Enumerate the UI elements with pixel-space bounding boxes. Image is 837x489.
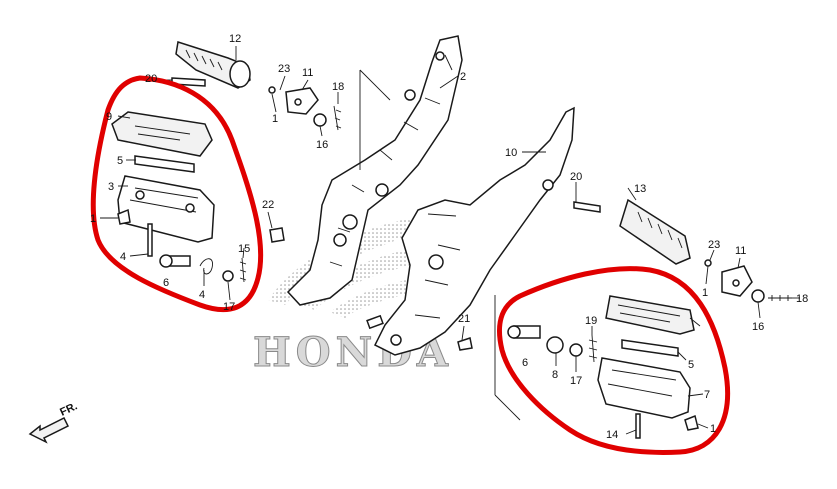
front-direction-label: FR. <box>58 400 79 418</box>
callout-14: 14 <box>606 429 618 441</box>
callout-5: 5 <box>688 359 694 371</box>
callout-4: 4 <box>120 251 126 263</box>
callout-20: 20 <box>145 73 157 85</box>
callout-23: 23 <box>278 63 290 75</box>
callout-13: 13 <box>634 183 646 195</box>
callout-20: 20 <box>570 171 582 183</box>
callout-7: 7 <box>704 389 710 401</box>
callout-1: 1 <box>702 287 708 299</box>
callout-1: 1 <box>710 423 716 435</box>
callout-22: 22 <box>262 199 274 211</box>
callout-10: 10 <box>505 147 517 159</box>
callout-2: 2 <box>460 71 466 83</box>
rider-peg-right <box>269 198 792 351</box>
callout-17: 17 <box>570 375 582 387</box>
callout-5: 5 <box>117 155 123 167</box>
right-footpeg-bracket <box>366 106 575 356</box>
callout-16: 16 <box>752 321 764 333</box>
passenger-peg-left <box>171 41 342 131</box>
callout-3: 3 <box>108 181 114 193</box>
callout-17: 17 <box>223 301 235 313</box>
callout-23: 23 <box>708 239 720 251</box>
callout-8: 8 <box>552 369 558 381</box>
callout-11: 11 <box>735 245 746 257</box>
right-footpeg-assembly <box>507 295 699 439</box>
callout-4: 4 <box>199 289 205 301</box>
callout-21: 21 <box>458 313 470 325</box>
callout-6: 6 <box>163 277 169 289</box>
callout-9: 9 <box>106 111 112 123</box>
callout-6: 6 <box>522 357 528 369</box>
callout-18: 18 <box>332 81 344 93</box>
callout-labels: 12 20 23 11 18 1 16 2 9 5 3 1 4 6 4 17 1… <box>90 33 808 441</box>
callout-12: 12 <box>229 33 241 45</box>
callout-15: 15 <box>238 243 250 255</box>
right-highlight-ring <box>497 266 731 455</box>
left-footpeg-bracket <box>286 35 463 306</box>
leader-lines <box>100 46 800 435</box>
callout-18: 18 <box>796 293 808 305</box>
callout-1: 1 <box>272 113 278 125</box>
left-highlight-ring <box>90 75 264 313</box>
left-footpeg-assembly <box>111 111 247 283</box>
callout-16: 16 <box>316 139 328 151</box>
callout-1: 1 <box>90 213 96 225</box>
front-direction-indicator: FR. <box>28 400 79 444</box>
callout-11: 11 <box>302 67 313 79</box>
callout-19: 19 <box>585 315 597 327</box>
